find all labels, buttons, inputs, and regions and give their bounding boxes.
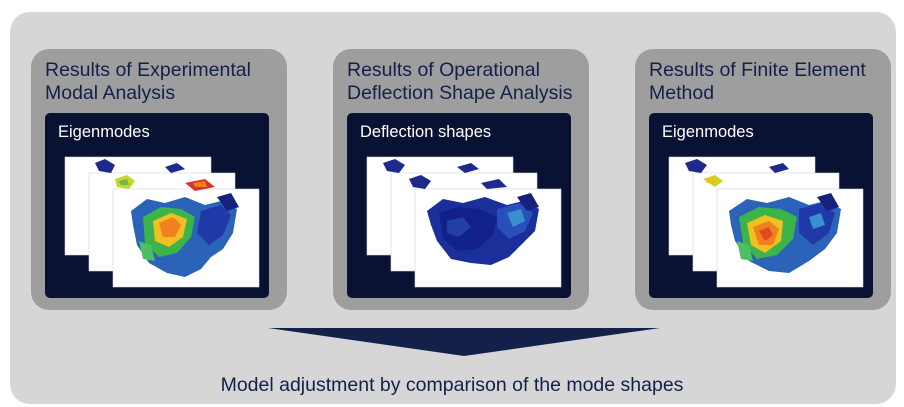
panel-label: Eigenmodes (58, 123, 150, 141)
card-operational-deflection-shape-analysis: Results of Operational Deflection Shape … (333, 49, 589, 310)
card-title: Results of Finite Element Method (649, 59, 885, 105)
card-title-line-2: Modal Analysis (45, 82, 176, 104)
footer-caption: Model adjustment by comparison of the mo… (220, 374, 684, 396)
card-title-line-1: Results of Experimental (45, 59, 251, 81)
mode-shape-stack (64, 156, 260, 288)
card-title-line-2: Deflection Shape Analysis (347, 82, 573, 104)
card-title: Results of Experimental Modal Analysis (45, 59, 281, 105)
results-panel: Eigenmodes (649, 113, 873, 298)
panel-label: Deflection shapes (360, 123, 492, 141)
card-finite-element-method: Results of Finite Element Method (635, 49, 891, 310)
results-panel: Deflection shapes (347, 113, 571, 298)
card-title: Results of Operational Deflection Shape … (347, 59, 583, 105)
panel-label: Eigenmodes (662, 123, 754, 141)
card-title-line-1: Results of Finite Element (649, 59, 866, 81)
down-arrow-icon (268, 328, 660, 356)
card-experimental-modal-analysis: Results of Experimental Modal Analysis (31, 49, 287, 310)
card-title-line-1: Results of Operational (347, 59, 540, 81)
outer-container: Results of Experimental Modal Analysis (10, 12, 896, 404)
results-panel: Eigenmodes (45, 113, 269, 298)
deflection-shape-stack (366, 156, 562, 288)
card-title-line-2: Method (649, 82, 715, 104)
mode-shape-stack (668, 156, 864, 288)
